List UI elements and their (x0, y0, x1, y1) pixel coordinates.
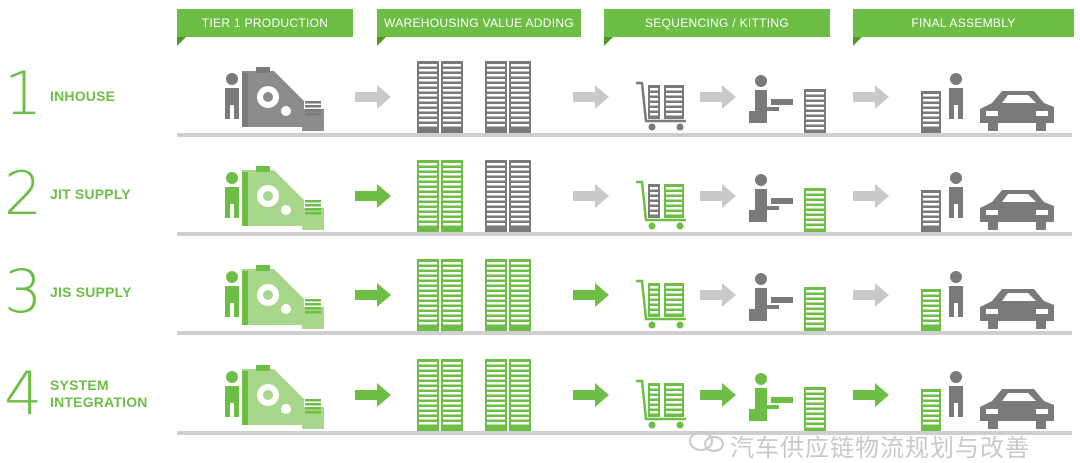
kitting-cart-icon-row-2 (636, 180, 686, 230)
arrow-cart-to-worker-row-1 (700, 85, 736, 109)
row-label-inhouse: INHOUSE (50, 88, 116, 104)
tier1-production-icon-row-1 (225, 67, 324, 131)
kitting-cart-icon-row-1 (636, 81, 686, 131)
row-number-4: 4 (4, 359, 43, 429)
stage-header-warehousing: WAREHOUSING VALUE ADDING (377, 9, 581, 46)
arrow-warehouse-to-sequencing-row-2 (573, 184, 609, 208)
warehouse-racks-icon-row-3 (417, 259, 531, 331)
row-number-1: 1 (4, 59, 43, 129)
arrow-tier1-to-warehouse-row-1 (355, 85, 391, 109)
arrow-tier1-to-warehouse-row-4 (355, 383, 391, 407)
warehouse-racks-icon-row-2 (417, 160, 531, 232)
warehouse-racks-icon-row-4 (417, 359, 531, 431)
arrow-cart-to-worker-row-2 (700, 184, 736, 208)
kitting-cart-icon-row-4 (636, 379, 686, 429)
floor-line-3 (177, 331, 1072, 335)
tier1-production-icon-row-2 (225, 166, 324, 230)
row-number-3: 3 (4, 257, 43, 327)
warehouse-racks-icon-row-1 (417, 61, 531, 133)
arrow-sequencing-to-assembly-row-1 (853, 85, 889, 109)
final-assembly-icon-row-1 (921, 73, 1054, 133)
row-label-system-integration: SYSTEM INTEGRATION (50, 377, 148, 411)
arrow-sequencing-to-assembly-row-2 (853, 184, 889, 208)
row-label-jit-supply: JIT SUPPLY (50, 186, 131, 202)
stage-header-final-assembly: FINAL ASSEMBLY (853, 9, 1074, 46)
floor-line-1 (177, 133, 1072, 137)
sequencing-worker-icon-row-2 (749, 174, 826, 232)
arrow-warehouse-to-sequencing-row-4 (573, 383, 609, 407)
sequencing-worker-icon-row-3 (749, 273, 826, 331)
arrow-sequencing-to-assembly-row-3 (853, 283, 889, 307)
arrow-sequencing-to-assembly-row-4 (853, 383, 889, 407)
kitting-cart-icon-row-3 (636, 279, 686, 329)
floor-line-4 (177, 431, 1072, 435)
stage-header-tier1: TIER 1 PRODUCTION (177, 9, 353, 46)
tier1-production-icon-row-3 (225, 265, 324, 329)
row-label-jis-supply: JIS SUPPLY (50, 284, 132, 300)
arrow-cart-to-worker-row-3 (700, 283, 736, 307)
arrow-tier1-to-warehouse-row-2 (355, 184, 391, 208)
stage-header-sequencing: SEQUENCING / KITTING (604, 9, 830, 46)
watermark-text: 汽车供应链物流规划与改善 (730, 435, 1030, 462)
arrow-cart-to-worker-row-4 (700, 383, 736, 407)
final-assembly-icon-row-3 (921, 271, 1054, 331)
wechat-icon (689, 431, 724, 452)
sequencing-worker-icon-row-4 (749, 373, 826, 431)
row-number-2: 2 (4, 159, 43, 229)
final-assembly-icon-row-2 (921, 172, 1054, 232)
arrow-warehouse-to-sequencing-row-1 (573, 85, 609, 109)
final-assembly-icon-row-4 (921, 371, 1054, 431)
arrow-warehouse-to-sequencing-row-3 (573, 283, 609, 307)
row-label-system-integration-text: SYSTEM INTEGRATION (50, 377, 148, 410)
sequencing-worker-icon-row-1 (749, 75, 826, 133)
tier1-production-icon-row-4 (225, 365, 324, 429)
floor-line-2 (177, 232, 1072, 236)
arrow-tier1-to-warehouse-row-3 (355, 283, 391, 307)
